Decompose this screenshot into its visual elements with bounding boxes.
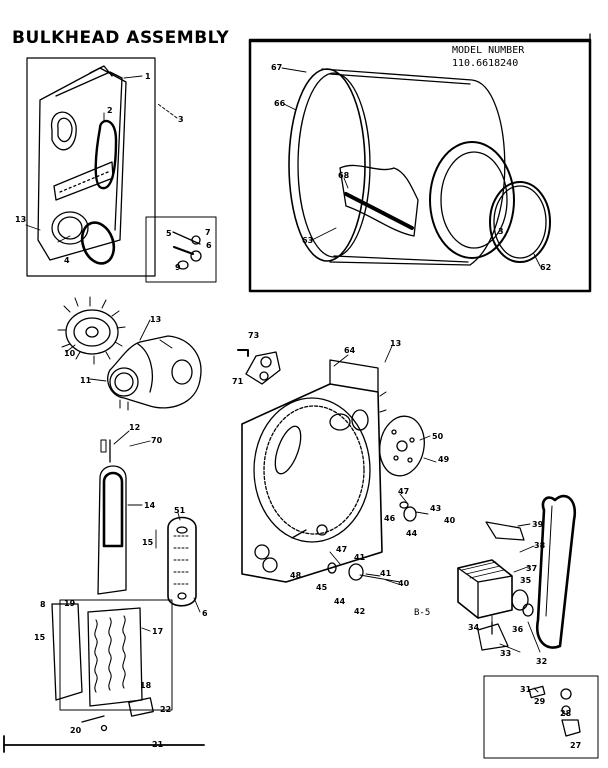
lint-screen-icon: [167, 516, 197, 607]
callout: 66: [274, 99, 286, 108]
sheet-code: B-5: [414, 608, 431, 618]
callout: 18: [140, 681, 152, 690]
callout: 22: [160, 705, 171, 714]
heater-detail-frame: [59, 599, 173, 711]
callout: 3: [178, 115, 184, 124]
callout: 8: [40, 600, 46, 609]
hardware-detail-icon: [172, 231, 202, 270]
callout: 2: [107, 106, 113, 115]
callout: 40: [398, 579, 410, 588]
bulkhead-front-panel-icon: [37, 65, 127, 265]
callout: 36: [512, 625, 524, 634]
callout: 17: [152, 627, 163, 636]
callout: 6: [206, 241, 212, 250]
callout: 33: [500, 649, 511, 658]
exhaust-duct-icon: [97, 439, 127, 595]
callout: 5: [166, 229, 172, 238]
callout: 15: [34, 633, 46, 642]
callout: 49: [438, 455, 450, 464]
callout: 13: [390, 339, 401, 348]
callout: 41: [380, 569, 392, 578]
blower-wheel-icon: [57, 296, 126, 365]
callout: 15: [142, 538, 154, 547]
callout: 9: [175, 263, 181, 272]
callout: 38: [534, 541, 546, 550]
callout: 62: [540, 263, 551, 272]
callout: 46: [384, 514, 396, 523]
callout: 63: [302, 236, 313, 245]
drum-support-icon: [327, 501, 417, 583]
callout: 34: [468, 623, 480, 632]
drum-icon: [288, 68, 551, 266]
callout: 40: [444, 516, 456, 525]
callout: 50: [432, 432, 444, 441]
callout: 1: [145, 72, 151, 81]
hanger-bracket-icon: [237, 349, 281, 385]
bearing-plate-icon: [379, 415, 425, 477]
callout: 70: [151, 436, 163, 445]
callout: 7: [205, 228, 211, 237]
callout: 4: [64, 256, 70, 265]
thermostat-switch-icon: [528, 685, 581, 737]
callout: 35: [520, 576, 532, 585]
callout: 20: [70, 726, 82, 735]
callout: 39: [532, 520, 544, 529]
callout: 42: [354, 607, 365, 616]
callout: 45: [316, 583, 328, 592]
callout: 44: [334, 597, 346, 606]
drive-belt-icon: [535, 494, 577, 649]
callout: 3: [498, 227, 504, 236]
diagram-title: BULKHEAD ASSEMBLY: [12, 28, 230, 48]
callout: 41: [354, 553, 366, 562]
blower-housing-icon: [107, 335, 202, 411]
callout: 67: [271, 63, 282, 72]
bulkhead-icon: [241, 359, 387, 583]
callout: 6: [202, 609, 208, 618]
model-number-block: MODEL NUMBER 110.6618240: [452, 44, 524, 70]
switch-detail-frame: [483, 675, 599, 759]
callout: 31: [520, 685, 532, 694]
hardware-detail-frame: [145, 216, 217, 283]
leader-lines: [25, 67, 541, 693]
callout: 10: [64, 349, 76, 358]
callout: 21: [152, 740, 164, 749]
callout: 44: [406, 529, 418, 538]
heater-element-icon: [51, 603, 154, 732]
callout: 28: [560, 709, 572, 718]
callout: 47: [398, 487, 409, 496]
callout: 29: [534, 697, 546, 706]
callout: 68: [338, 171, 350, 180]
callout: 64: [344, 346, 356, 355]
callout: 73: [248, 331, 259, 340]
model-number-value: 110.6618240: [452, 58, 519, 69]
callout: 71: [232, 377, 244, 386]
callout-numbers: 1 2 3 13 4 5 7 6 9 10 13 11 12 70 14 15 …: [15, 63, 581, 750]
callout: 32: [536, 657, 547, 666]
callout: 13: [150, 315, 161, 324]
callout: 19: [64, 599, 76, 608]
frame-outlines: [3, 33, 599, 759]
callout: 48: [290, 571, 302, 580]
drum-detail-frame: [248, 39, 592, 293]
callout: 13: [15, 215, 26, 224]
model-number-label: MODEL NUMBER: [452, 45, 525, 56]
callout: 47: [336, 545, 347, 554]
callout: 51: [174, 506, 186, 515]
callout: 12: [129, 423, 140, 432]
callout: 37: [526, 564, 537, 573]
callout: 27: [570, 741, 581, 750]
callout: 14: [144, 501, 156, 510]
callout: 11: [80, 376, 92, 385]
callout: 43: [430, 504, 441, 513]
front-panel-frame: [26, 57, 156, 277]
